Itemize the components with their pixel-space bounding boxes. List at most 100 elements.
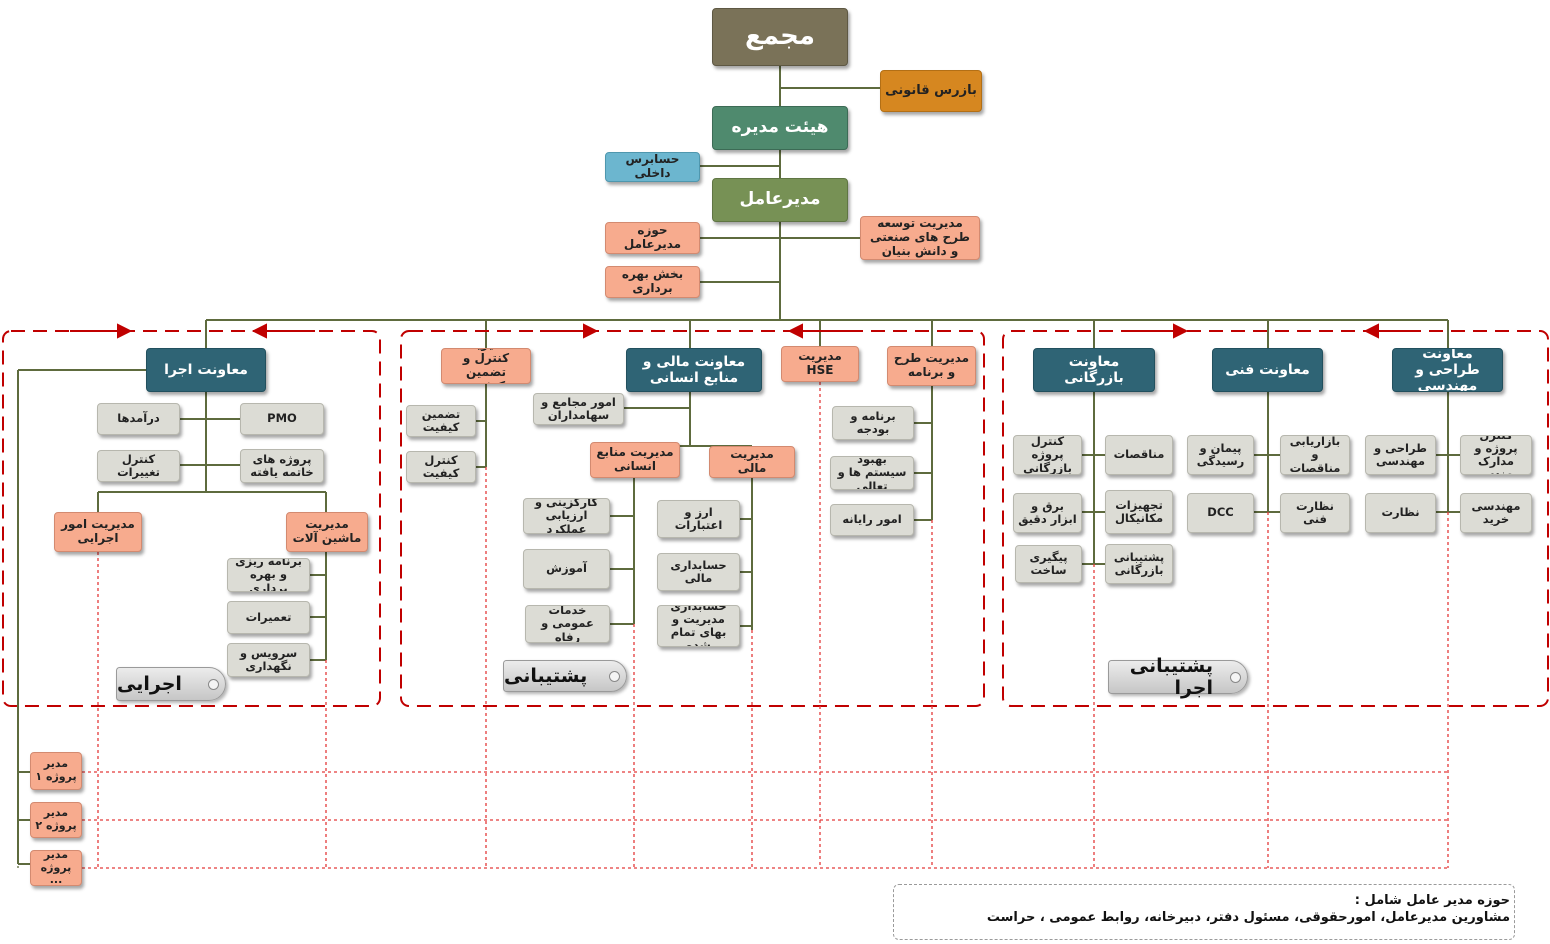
mech-equipment-label: تجهیزات مکانیکال (1114, 497, 1164, 525)
pmo-box: PMO (240, 403, 324, 435)
hr-management-box: مدیریت منابع انسانی (590, 442, 680, 478)
finance-management-box: مدیریت مالی (709, 446, 795, 478)
marketing-label: بازاریابی و مناقصات (1289, 435, 1341, 475)
supervision-box: نظارت (1365, 493, 1436, 533)
project-manager-1-label: مدیر پروژه ۱ (35, 757, 77, 783)
assembly-label: مجمع (744, 21, 816, 52)
ceo-office-note: حوزه مدیر عامل شامل : مشاورین مدیرعامل، … (893, 884, 1515, 940)
service-label: سرویس و نگهداری (239, 645, 298, 673)
finance-management-label: مدیریت مالی (730, 447, 774, 475)
construction-followup-label: پیگیری ساخت (1029, 549, 1068, 577)
quality-control-label: کنترل کیفیت (422, 452, 460, 480)
closed-projects-box: پروژه های خاتمه یافته (240, 449, 324, 483)
change-control-label: کنترل تغییرات (117, 451, 160, 479)
legal-inspector-box: بازرس قانونی (880, 70, 982, 112)
technical-deputy-label: معاونت فنی (1225, 361, 1310, 378)
shareholders-box: امور مجامع و سهامداران (533, 393, 624, 425)
plan-program-box: مدیریت طرح و برنامه (887, 346, 976, 386)
exec-group-tag-label: اجرایی (117, 673, 182, 695)
qc-management-box: مدیریت کنترل و تضمین کیفیت (441, 348, 531, 384)
tag-pin-icon (208, 679, 219, 690)
planning-box: برنامه ریزی و بهره برداری (227, 558, 310, 592)
internal-auditor-label: حسابرس داخلی (625, 152, 680, 180)
mech-equipment-box: تجهیزات مکانیکال (1105, 490, 1173, 534)
selection-box: کارگزینی و ارزیابی عملکرد (523, 498, 610, 534)
repairs-label: تعمیرات (245, 609, 292, 624)
ceo-office-label: حوزه مدیرعامل (623, 223, 682, 251)
fx-label: ارز و اعتبارات (674, 504, 723, 532)
plan-program-label: مدیریت طرح و برنامه (893, 351, 970, 379)
revenues-box: درآمدها (97, 403, 180, 435)
cost-accounting-label: حسابداری مدیریت و بهای تمام شده (670, 605, 727, 647)
design-deputy-label: معاونت طراحی و مهندسی (1415, 348, 1480, 392)
finance-hr-deputy-box: معاونت مالی و منابع انسانی (626, 348, 762, 392)
commercial-deputy-box: معاونت بازرگانی (1033, 348, 1155, 392)
shareholders-label: امور مجامع و سهامداران (541, 394, 616, 422)
service-box: سرویس و نگهداری (227, 643, 310, 677)
qa-label: تضمین کیفیت (421, 406, 461, 434)
budget-box: برنامه و بودجه (832, 406, 914, 440)
technical-deputy-box: معاونت فنی (1212, 348, 1323, 392)
exec-group-tag: اجرایی (116, 667, 226, 701)
dcc-label: DCC (1207, 505, 1234, 520)
project-manager-2-box: مدیر پروژه ۲ (30, 802, 82, 838)
engineering-control-box: کنترل پروژه و مدارک مهندسی (1460, 435, 1532, 475)
electrical-label: برق و ابزار دقیق (1018, 498, 1077, 526)
tag-pin-icon (1230, 672, 1241, 683)
hse-label: مدیریت HSE (798, 349, 842, 377)
machinery-label: مدیریت ماشین آلات (292, 517, 362, 545)
supervision-label: نظارت (1381, 505, 1420, 520)
change-control-box: کنترل تغییرات (97, 450, 180, 482)
qc-management-label: مدیریت کنترل و تضمین کیفیت (462, 349, 510, 383)
construction-followup-box: پیگیری ساخت (1015, 545, 1082, 583)
purchase-eng-label: مهندسی خرید (1471, 498, 1521, 526)
it-label: امور رایانه (842, 512, 902, 527)
planning-label: برنامه ریزی و بهره برداری (235, 558, 302, 592)
accounting-label: حسابداری مالی (670, 557, 727, 585)
design-eng-box: طراحی و مهندسی (1365, 435, 1436, 475)
electrical-box: برق و ابزار دقیق (1013, 493, 1082, 533)
machinery-box: مدیریت ماشین آلات (286, 512, 368, 552)
contracts-label: پیمان و رسیدگی (1196, 440, 1245, 468)
assembly-box: مجمع (712, 8, 848, 66)
internal-auditor-box: حسابرس داخلی (605, 152, 700, 182)
contracts-box: پیمان و رسیدگی (1187, 435, 1254, 475)
exec-deputy-label: معاونت اجرا (164, 361, 248, 378)
development-box: مدیریت توسعه طرح های صنعتی و دانش بنیان (860, 216, 980, 260)
note-body: مشاورین مدیرعامل، امورحقوقی، مسئول دفتر،… (986, 910, 1510, 925)
board-label: هیئت مدیره (731, 117, 829, 138)
commercial-deputy-label: معاونت بازرگانی (1064, 353, 1124, 386)
board-box: هیئت مدیره (712, 106, 848, 150)
commercial-support-label: پشتیبانی بازرگانی (1113, 549, 1165, 577)
selection-label: کارگزینی و ارزیابی عملکرد (534, 498, 599, 534)
project-manager-1-box: مدیر پروژه ۱ (30, 752, 82, 790)
tech-supervision-label: نظارت فنی (1295, 498, 1334, 526)
finance-hr-deputy-label: معاونت مالی و منابع انسانی (642, 353, 746, 386)
cost-accounting-box: حسابداری مدیریت و بهای تمام شده (657, 605, 740, 647)
ceo-label: مدیرعامل (739, 189, 821, 210)
marketing-box: بازاریابی و مناقصات (1280, 435, 1350, 475)
welfare-box: خدمات عمومی و رفاه (525, 605, 610, 643)
exec-affairs-box: مدیریت امور اجرایی (54, 512, 142, 552)
systems-box: بهبود سیستم ها و تعالی (830, 456, 914, 490)
project-manager-n-label: مدیر پروژه ... (40, 850, 72, 886)
exec-affairs-label: مدیریت امور اجرایی (61, 517, 135, 545)
systems-label: بهبود سیستم ها و تعالی (837, 456, 907, 490)
commercial-control-box: کنترل پروژه بازرگانی (1013, 435, 1082, 475)
revenues-label: درآمدها (117, 411, 160, 426)
ceo-office-box: حوزه مدیرعامل (605, 222, 700, 254)
tenders-label: مناقصات (1113, 447, 1165, 462)
pmo-label: PMO (267, 411, 297, 426)
budget-label: برنامه و بودجه (850, 408, 896, 436)
dcc-box: DCC (1187, 493, 1254, 533)
engineering-control-label: کنترل پروژه و مدارک مهندسی (1471, 436, 1521, 475)
fx-box: ارز و اعتبارات (657, 500, 740, 538)
quality-control-box: کنترل کیفیت (406, 451, 476, 483)
commercial-support-box: پشتیبانی بازرگانی (1105, 544, 1173, 584)
support-group-tag-label: پشتیبانی (504, 665, 588, 687)
ceo-box: مدیرعامل (712, 178, 848, 222)
project-manager-n-box: مدیر پروژه ... (30, 850, 82, 886)
training-box: آموزش (523, 549, 610, 589)
